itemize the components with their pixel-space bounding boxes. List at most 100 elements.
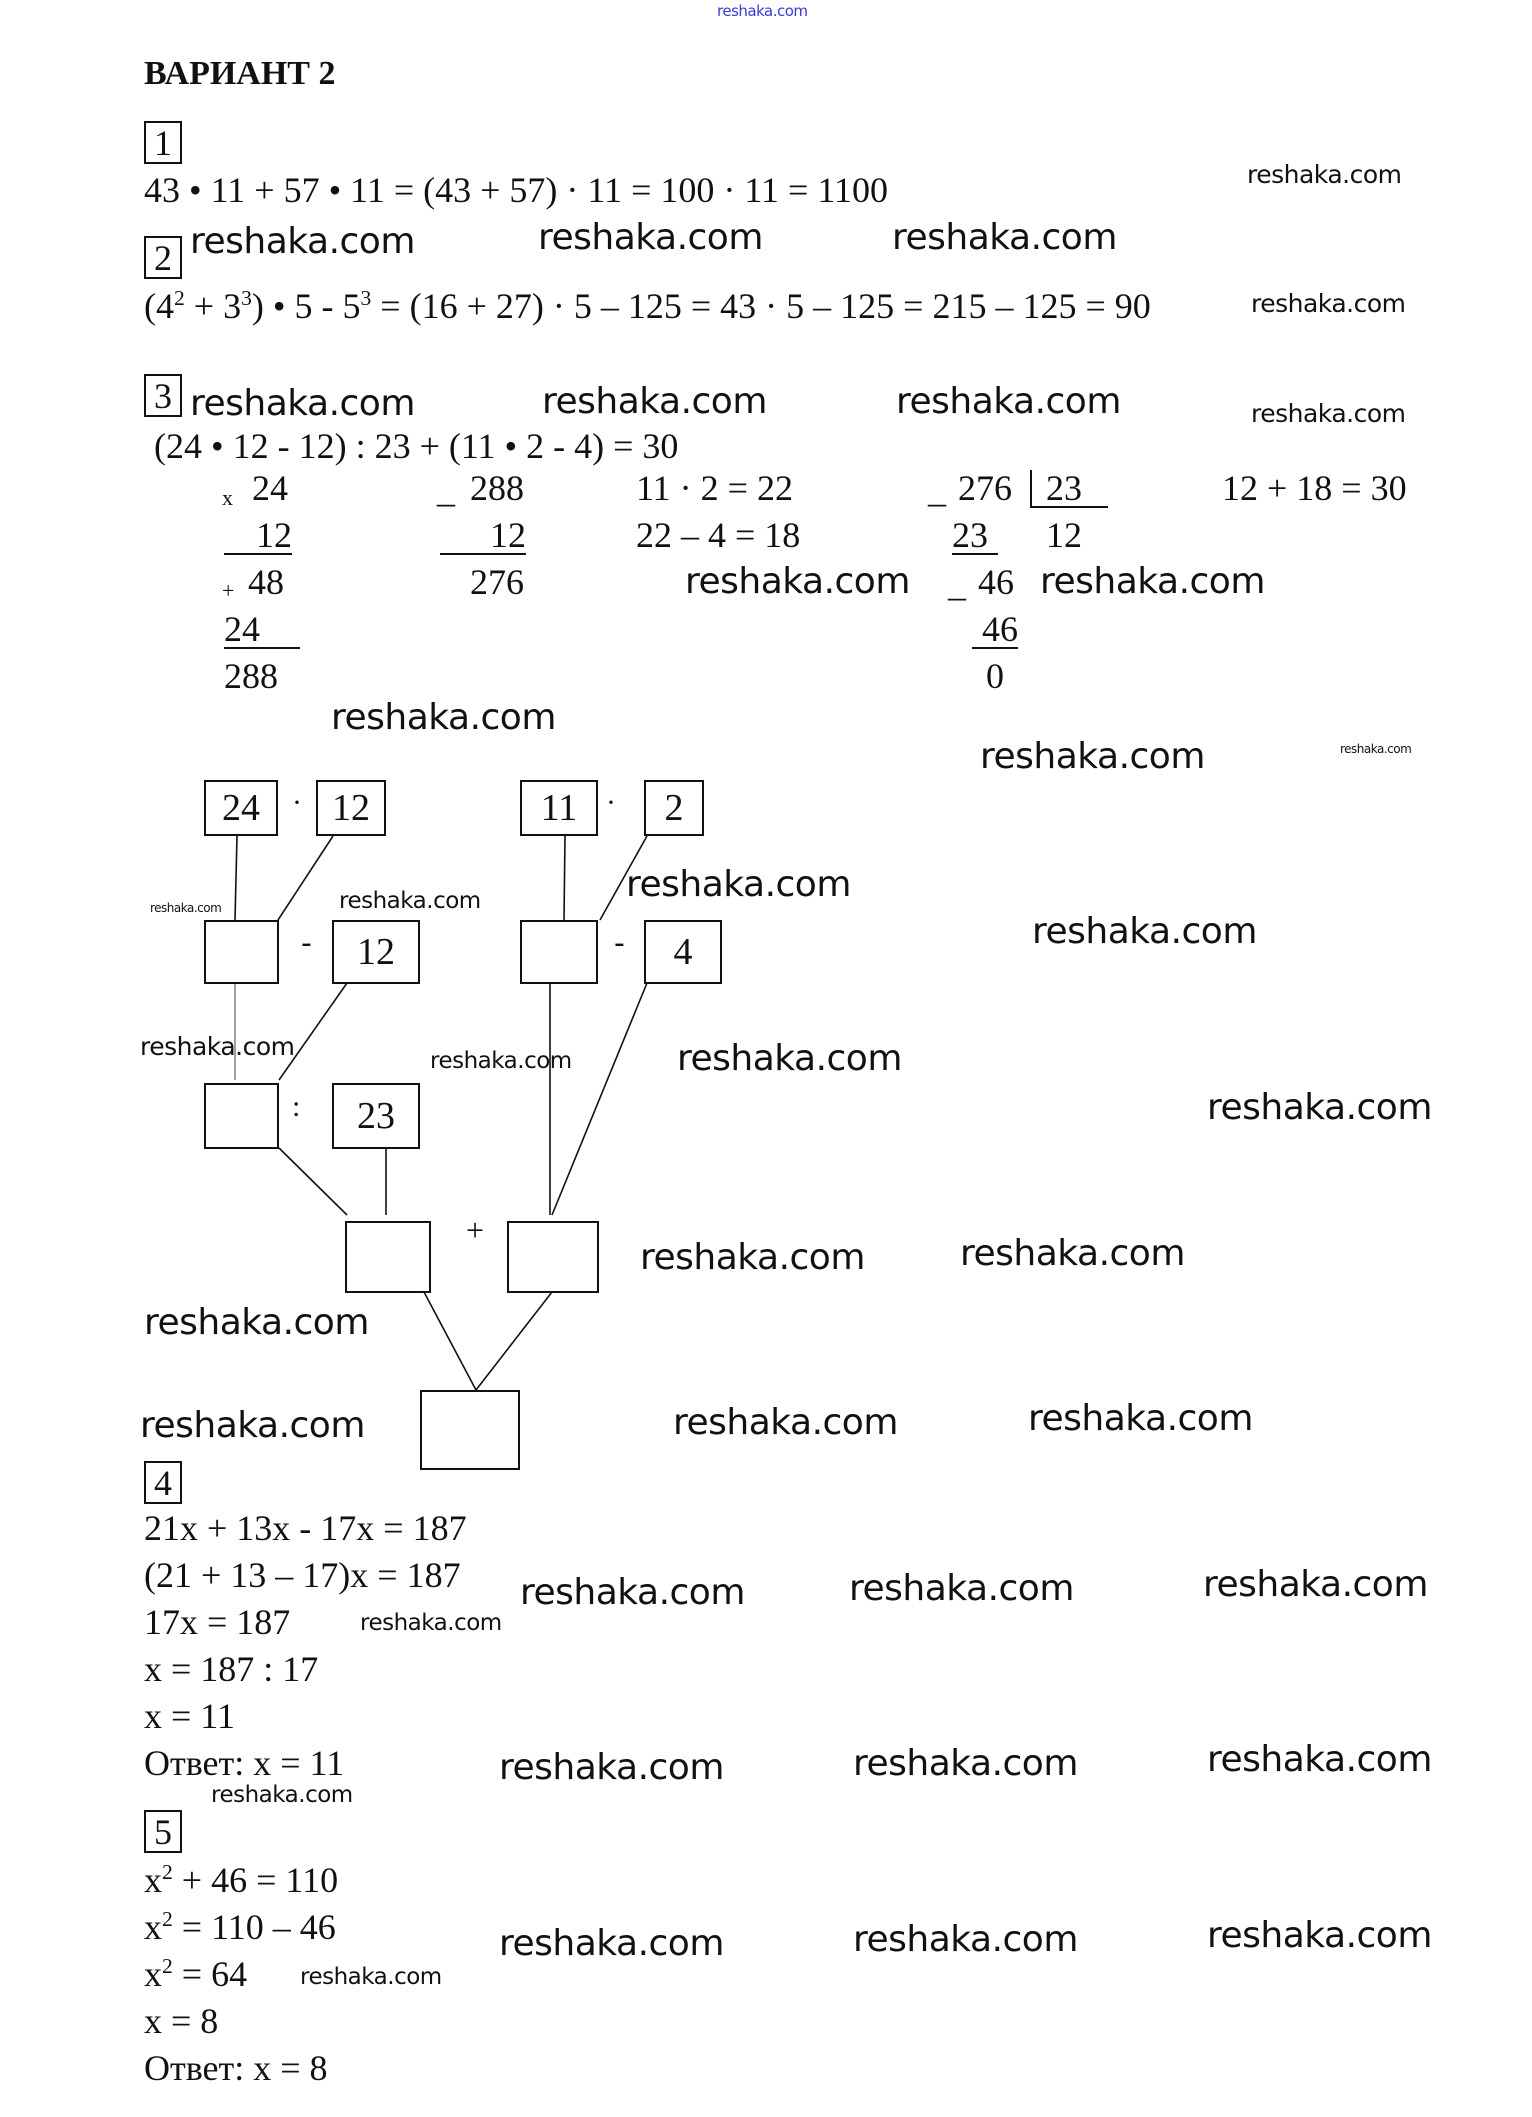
task-number-1: 1 bbox=[144, 121, 182, 164]
exponent: 2 bbox=[162, 1860, 173, 1885]
div-r1: 46 bbox=[978, 562, 1014, 602]
task-5-line: x2 = 110 – 46 bbox=[144, 1907, 336, 1947]
task-2-solution: (42 + 33) • 5 - 53 = (16 + 27) · 5 – 125… bbox=[144, 286, 1151, 326]
tree-node: 24 bbox=[204, 780, 278, 836]
expr-part: = (16 + 27) · 5 – 125 = 43 · 5 – 125 = 2… bbox=[371, 286, 1151, 326]
task-4-line: x = 11 bbox=[144, 1696, 235, 1736]
tree-edge bbox=[475, 1291, 553, 1391]
watermark: reshaka.com bbox=[960, 1233, 1185, 1274]
tree-node: 12 bbox=[332, 920, 420, 984]
div-sign: _ bbox=[928, 470, 946, 510]
tree-operator: + bbox=[466, 1212, 485, 1248]
step-2: 22 – 4 = 18 bbox=[636, 515, 801, 555]
tree-edge bbox=[278, 982, 348, 1081]
task-5-line: x = 8 bbox=[144, 2001, 219, 2041]
task-5-line: x2 + 46 = 110 bbox=[144, 1860, 339, 1900]
site-link[interactable]: reshaka.com bbox=[717, 2, 808, 20]
tree-edge bbox=[599, 835, 648, 921]
tree-edge bbox=[563, 835, 566, 921]
watermark: reshaka.com bbox=[896, 381, 1121, 422]
expr-part: = 64 bbox=[172, 1954, 248, 1994]
watermark: reshaka.com bbox=[144, 1302, 369, 1343]
tree-node-empty bbox=[204, 1083, 279, 1149]
watermark: reshaka.com bbox=[640, 1237, 865, 1278]
tree-edge bbox=[551, 982, 648, 1216]
tree-operator: · bbox=[606, 786, 616, 819]
tree-operator: - bbox=[301, 926, 312, 961]
expr-part: ) • 5 - 5 bbox=[251, 286, 361, 326]
sub-b: 12 bbox=[440, 517, 526, 555]
mult-result: 288 bbox=[224, 656, 278, 696]
mult-a: 24 bbox=[252, 468, 288, 508]
expr-part: x bbox=[144, 1954, 162, 1994]
watermark: reshaka.com bbox=[1207, 1915, 1432, 1956]
mult-p2: 24 bbox=[224, 611, 300, 649]
task-number-5: 5 bbox=[144, 1810, 182, 1853]
div-sub-2: 46 bbox=[972, 611, 1018, 649]
watermark: reshaka.com bbox=[1340, 742, 1412, 756]
watermark: reshaka.com bbox=[190, 383, 415, 424]
watermark: reshaka.com bbox=[980, 736, 1205, 777]
watermark: reshaka.com bbox=[430, 1048, 572, 1074]
watermark: reshaka.com bbox=[1203, 1564, 1428, 1605]
watermark: reshaka.com bbox=[892, 217, 1117, 258]
exponent: 2 bbox=[174, 286, 185, 311]
tree-operator: : bbox=[292, 1090, 301, 1123]
watermark: reshaka.com bbox=[211, 1782, 353, 1808]
mult-sign: x bbox=[222, 485, 233, 510]
tree-node-root bbox=[420, 1390, 520, 1470]
div-sign-2: _ bbox=[948, 564, 966, 604]
watermark: reshaka.com bbox=[1247, 160, 1402, 189]
expr-part: + 46 = 110 bbox=[172, 1860, 339, 1900]
watermark: reshaka.com bbox=[1028, 1398, 1253, 1439]
task-4-answer: Ответ: x = 11 bbox=[144, 1743, 345, 1783]
watermark: reshaka.com bbox=[520, 1572, 745, 1613]
page-title: ВАРИАНТ 2 bbox=[144, 55, 336, 92]
div-remainder: 0 bbox=[986, 656, 1004, 696]
sub-result: 276 bbox=[470, 562, 524, 602]
task-number-2: 2 bbox=[144, 236, 182, 279]
task-number-3: 3 bbox=[144, 374, 182, 417]
tree-node-empty bbox=[345, 1221, 431, 1293]
watermark: reshaka.com bbox=[853, 1919, 1078, 1960]
tree-operator: - bbox=[614, 926, 625, 961]
exponent: 3 bbox=[241, 286, 252, 311]
task-1-solution: 43 • 11 + 57 • 11 = (43 + 57) · 11 = 100… bbox=[144, 170, 888, 210]
tree-node: 23 bbox=[332, 1083, 420, 1149]
watermark: reshaka.com bbox=[300, 1964, 442, 1990]
watermark: reshaka.com bbox=[140, 1032, 295, 1061]
task-4-line: x = 187 : 17 bbox=[144, 1649, 319, 1689]
tree-edge bbox=[278, 1147, 348, 1216]
exponent: 2 bbox=[162, 1907, 173, 1932]
watermark: reshaka.com bbox=[1032, 911, 1257, 952]
div-quotient: 12 bbox=[1046, 515, 1082, 555]
task-3-expression: (24 • 12 - 12) : 23 + (11 • 2 - 4) = 30 bbox=[154, 426, 679, 466]
task-4-line: 21x + 13x - 17x = 187 bbox=[144, 1508, 467, 1548]
tree-node: 2 bbox=[644, 780, 704, 836]
tree-node: 4 bbox=[644, 920, 722, 984]
expr-part: x bbox=[144, 1860, 162, 1900]
expr-part: x bbox=[144, 1907, 162, 1947]
watermark: reshaka.com bbox=[677, 1038, 902, 1079]
expr-part: (4 bbox=[144, 286, 174, 326]
tree-node-empty bbox=[507, 1221, 599, 1293]
watermark: reshaka.com bbox=[150, 901, 222, 915]
watermark: reshaka.com bbox=[673, 1402, 898, 1443]
div-sub-1: 23 bbox=[952, 517, 998, 555]
tree-node-empty bbox=[520, 920, 598, 984]
watermark: reshaka.com bbox=[499, 1923, 724, 1964]
step-1: 11 · 2 = 22 bbox=[636, 468, 793, 508]
watermark: reshaka.com bbox=[1040, 561, 1265, 602]
tree-edge bbox=[234, 835, 238, 921]
tree-operator: · bbox=[292, 786, 302, 819]
watermark: reshaka.com bbox=[685, 561, 910, 602]
tree-node: 11 bbox=[520, 780, 598, 836]
watermark: reshaka.com bbox=[538, 217, 763, 258]
task-number-4: 4 bbox=[144, 1461, 182, 1504]
watermark: reshaka.com bbox=[190, 221, 415, 262]
watermark: reshaka.com bbox=[1251, 289, 1406, 318]
watermark: reshaka.com bbox=[360, 1610, 502, 1636]
tree-edge bbox=[277, 835, 334, 921]
watermark: reshaka.com bbox=[1207, 1739, 1432, 1780]
